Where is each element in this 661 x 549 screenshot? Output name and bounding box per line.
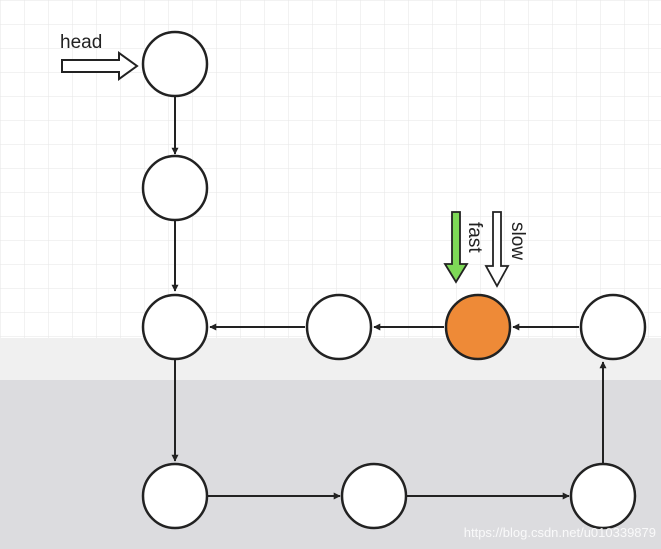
head-pointer-arrow [61,51,139,81]
watermark-text: https://blog.csdn.net/u010339879 [464,525,656,540]
slow-pointer-arrow [484,211,510,288]
fast-pointer-arrow [443,211,469,284]
node-n3 [141,293,209,361]
node-n1 [141,30,209,98]
edges-layer [171,97,607,500]
pointers-layer: head fast slow [60,32,528,288]
node-n4 [305,293,373,361]
node-n6 [579,293,647,361]
node-n9 [569,462,637,530]
node-n2 [141,154,209,222]
nodes-layer [141,30,647,530]
lower-background [0,380,661,549]
node-n8 [340,462,408,530]
head-label: head [60,32,102,53]
node-n5-highlighted [444,293,512,361]
fast-label: fast [464,222,485,253]
slow-label: slow [507,222,528,260]
grid-pattern [0,0,661,345]
node-n7 [141,462,209,530]
